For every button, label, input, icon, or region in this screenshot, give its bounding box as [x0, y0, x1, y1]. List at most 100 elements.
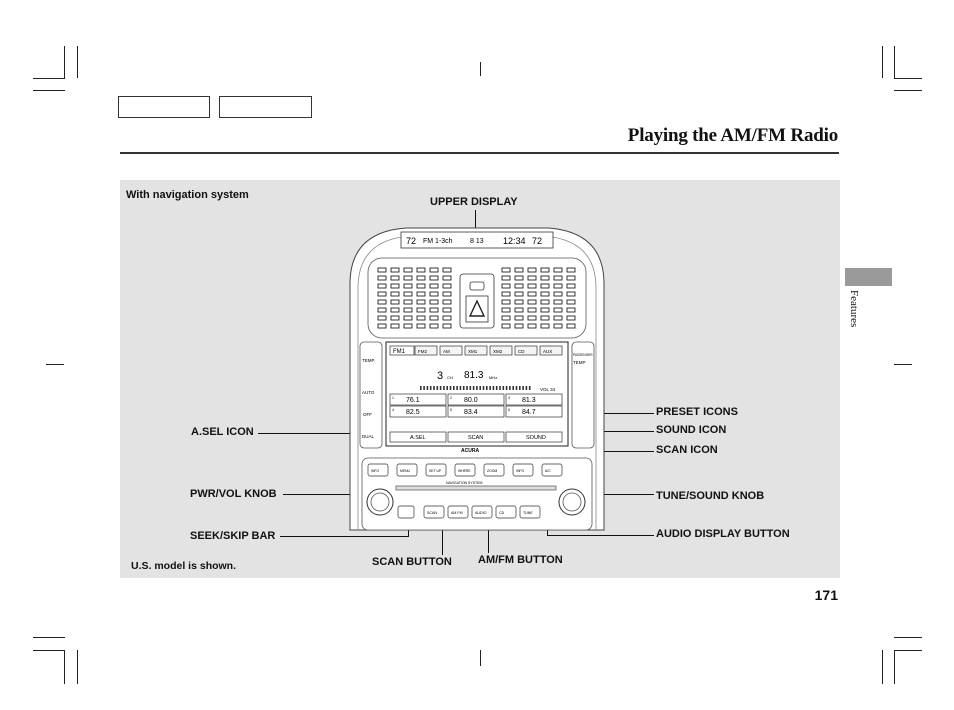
vent-slat: [416, 323, 426, 329]
nav-button[interactable]: [367, 463, 389, 477]
preset-icon[interactable]: [447, 393, 505, 406]
nav-button-label: INFO: [516, 469, 524, 473]
volume-segment: [528, 386, 531, 390]
vent-slat: [403, 323, 413, 329]
audio-button[interactable]: [495, 505, 517, 519]
vent-slat: [527, 267, 537, 273]
soft-key[interactable]: [505, 431, 563, 443]
crop-mark: [33, 637, 65, 638]
band-tab[interactable]: [464, 345, 488, 356]
band-tab[interactable]: [489, 345, 513, 356]
right-air-vent: [501, 267, 576, 329]
audio-button[interactable]: [471, 505, 493, 519]
page-title: Playing the AM/FM Radio: [627, 125, 838, 146]
hvac-auto: AUTO: [362, 390, 375, 395]
volume-segment: [519, 386, 521, 390]
nav-button[interactable]: [425, 463, 447, 477]
label-audio-display-button: AUDIO DISPLAY BUTTON: [656, 528, 790, 540]
preset-icon[interactable]: [389, 393, 447, 406]
crop-mark: [894, 90, 922, 91]
vent-slat: [540, 291, 550, 297]
page-number: 171: [814, 587, 838, 603]
screen-channel: 3: [437, 370, 443, 382]
vent-slat: [566, 283, 576, 289]
label-seek-skip-bar: SEEK/SKIP BAR: [190, 530, 276, 542]
nav-button[interactable]: [454, 463, 476, 477]
vent-slat: [442, 315, 452, 321]
vent-slat: [442, 299, 452, 305]
audio-button[interactable]: [423, 505, 445, 519]
brand-logo: ACURA: [461, 448, 479, 454]
preset-icon[interactable]: [447, 405, 505, 418]
band-tab[interactable]: [389, 345, 415, 356]
vent-slat: [527, 315, 537, 321]
label-scan-button: SCAN BUTTON: [372, 556, 452, 568]
volume-segment: [433, 386, 435, 390]
nav-button[interactable]: [512, 463, 534, 477]
nav-button[interactable]: [483, 463, 505, 477]
band-tab[interactable]: [514, 345, 538, 356]
vent-slat: [553, 283, 563, 289]
vent-slat: [390, 275, 400, 281]
nav-button[interactable]: [541, 463, 563, 477]
soft-key[interactable]: [389, 431, 447, 443]
upper-display-temp-right: 72: [532, 236, 542, 246]
vent-slat: [416, 291, 426, 297]
band-tab[interactable]: [539, 345, 563, 356]
vent-slat: [403, 315, 413, 321]
crop-mark: [894, 46, 895, 78]
band-tab-label: XM2: [493, 349, 503, 354]
soft-key[interactable]: [447, 431, 505, 443]
vent-slat: [429, 307, 439, 313]
vent-slat: [403, 299, 413, 305]
vent-slat: [403, 267, 413, 273]
soft-key-label: SCAN: [468, 435, 483, 441]
volume-segment: [522, 386, 524, 390]
vent-slat: [501, 275, 511, 281]
vent-slat: [501, 267, 511, 273]
label-pwr-vol-knob: PWR/VOL KNOB: [190, 488, 277, 500]
nav-button-label: ZOOM: [487, 469, 497, 473]
band-tab[interactable]: [439, 345, 463, 356]
vent-slat: [566, 275, 576, 281]
vent-slat: [514, 299, 524, 305]
section-label: Features: [848, 290, 860, 328]
hvac-off: OFF: [363, 412, 372, 417]
band-tab[interactable]: [414, 345, 438, 356]
crop-mark: [64, 46, 65, 78]
crop-mark: [882, 46, 883, 78]
vent-slat: [501, 283, 511, 289]
volume-segment: [495, 386, 498, 390]
vent-slat: [442, 291, 452, 297]
vent-slat: [527, 299, 537, 305]
preset-icon[interactable]: [505, 393, 563, 406]
title-rule: [120, 152, 839, 154]
nav-button[interactable]: [396, 463, 418, 477]
vent-slat: [390, 299, 400, 305]
vent-slat: [390, 283, 400, 289]
nav-button-label: MENU: [400, 469, 411, 473]
vent-slat: [540, 267, 550, 273]
band-tab-label: AM: [443, 349, 450, 354]
preset-number: 6: [508, 408, 510, 412]
preset-icon[interactable]: [389, 405, 447, 418]
seek-skip-bar[interactable]: [397, 505, 415, 519]
preset-icon[interactable]: [505, 405, 563, 418]
volume-segment: [472, 386, 475, 390]
volume-segment: [423, 386, 425, 390]
audio-button[interactable]: [447, 505, 469, 519]
vent-slat: [416, 315, 426, 321]
audio-button[interactable]: [519, 505, 541, 519]
vent-slat: [553, 315, 563, 321]
vent-slat: [377, 315, 387, 321]
vent-slat: [390, 323, 400, 329]
vent-slat: [553, 275, 563, 281]
vent-slat: [566, 307, 576, 313]
label-upper-display: UPPER DISPLAY: [430, 196, 518, 208]
volume-segment: [502, 386, 505, 390]
volume-segment: [515, 386, 518, 390]
vent-slat: [553, 267, 563, 273]
crop-mark: [33, 78, 65, 79]
